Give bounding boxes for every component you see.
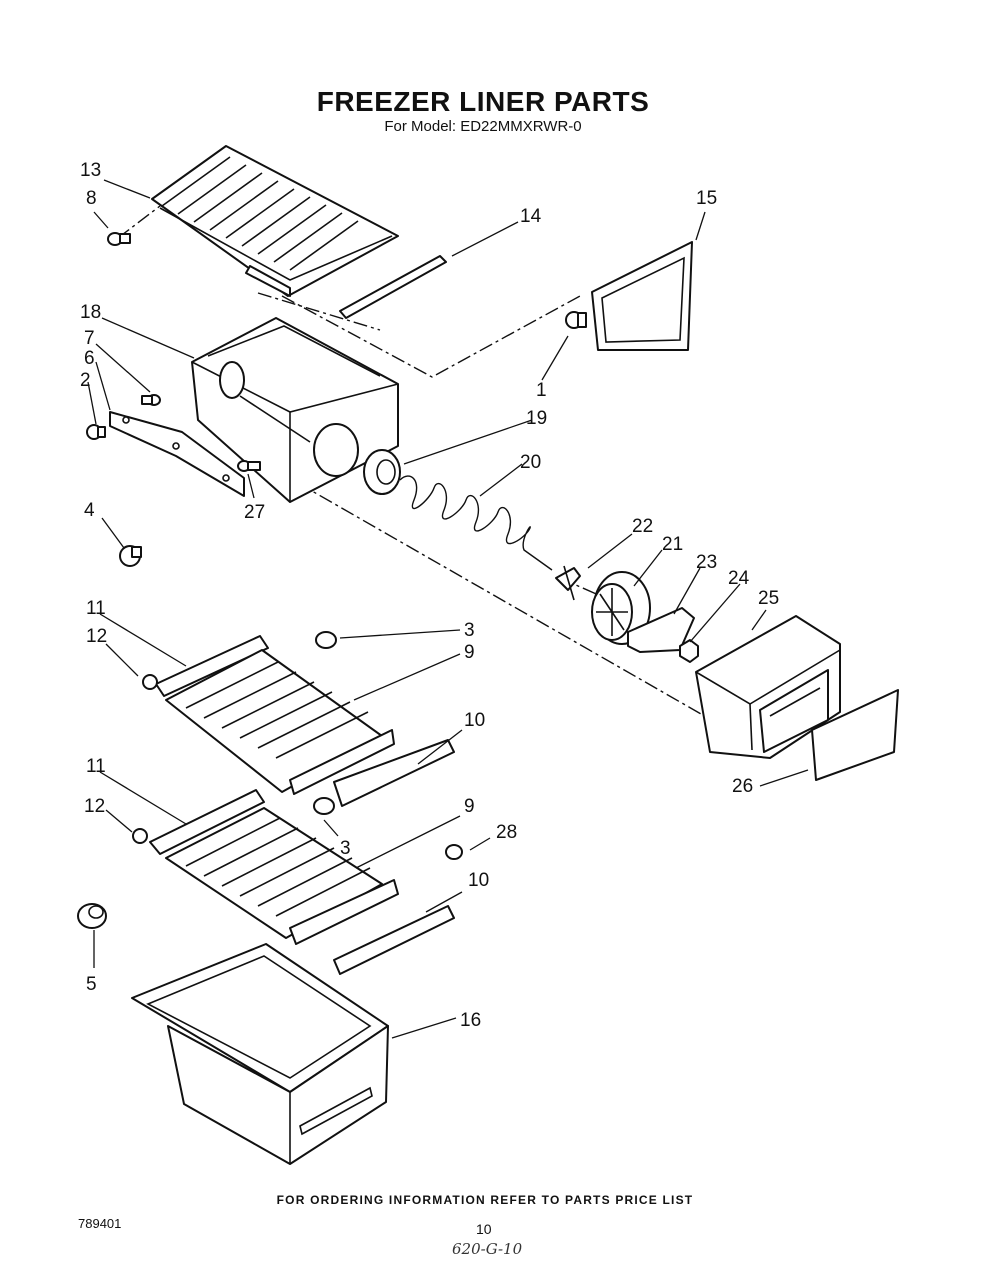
- screw-2: [86, 424, 106, 440]
- knob-5: [77, 903, 107, 929]
- upper-shelf-assembly: [142, 631, 455, 807]
- trim-strip-14: [339, 255, 447, 319]
- callout-12-lower: 12: [84, 796, 105, 817]
- screw-27: [237, 460, 261, 472]
- ice-bin-housing-18: [191, 317, 399, 503]
- coupler-22: [555, 565, 581, 601]
- callout-21: 21: [662, 534, 683, 555]
- callout-15: 15: [696, 188, 717, 209]
- callout-13: 13: [80, 160, 101, 181]
- auger-spring-20: [399, 475, 553, 571]
- leader-lines: [87, 179, 809, 1039]
- callout-23: 23: [696, 552, 717, 573]
- callout-3-upper: 3: [464, 620, 475, 641]
- callout-labels: 13 8 14 15 18 7 6 2 1 19 20 27 4 22 21 2…: [80, 160, 779, 1031]
- page-title: FREEZER LINER PARTS: [316, 86, 650, 117]
- callout-24: 24: [728, 568, 750, 589]
- callout-28: 28: [496, 822, 517, 843]
- screw-1: [565, 311, 587, 329]
- callout-20: 20: [520, 452, 541, 473]
- screw-7: [141, 394, 161, 406]
- callout-5: 5: [86, 974, 97, 995]
- callout-9-lower: 9: [464, 796, 475, 817]
- callout-22: 22: [632, 516, 653, 537]
- callout-2: 2: [80, 370, 91, 391]
- callout-25: 25: [758, 588, 779, 609]
- panel-26: [811, 689, 899, 781]
- callout-14: 14: [520, 206, 542, 227]
- callout-8: 8: [86, 188, 97, 209]
- callout-6: 6: [84, 348, 95, 369]
- grommet-4: [119, 545, 142, 567]
- callout-1: 1: [536, 380, 547, 401]
- ordering-note: FOR ORDERING INFORMATION REFER TO PARTS …: [276, 1193, 694, 1207]
- callout-3-lower: 3: [340, 838, 351, 859]
- callout-26: 26: [732, 776, 753, 797]
- model-subtitle: For Model: ED22MMXRWR-0: [384, 118, 582, 135]
- drive-wheel-21: [591, 571, 651, 645]
- callout-7: 7: [84, 328, 95, 349]
- bracket-6: [109, 411, 245, 497]
- callout-11-lower: 11: [86, 756, 106, 777]
- callout-11-upper: 11: [86, 598, 106, 619]
- handwritten-note: 620-G-10: [452, 1240, 523, 1258]
- bushing-19: [363, 449, 401, 495]
- callout-4: 4: [84, 500, 95, 521]
- ice-bucket-housing-25: [695, 615, 841, 759]
- document-number: 789401: [78, 1216, 122, 1231]
- screw-8: [107, 232, 131, 246]
- callout-27: 27: [244, 502, 265, 523]
- callout-16: 16: [460, 1010, 481, 1031]
- callout-12-upper: 12: [86, 626, 107, 647]
- callout-9-upper: 9: [464, 642, 475, 663]
- frame-15: [591, 241, 693, 351]
- callout-10-upper: 10: [464, 710, 485, 731]
- lower-shelf-assembly: [132, 789, 463, 975]
- page-number: 10: [476, 1221, 492, 1237]
- callout-10-lower: 10: [468, 870, 489, 891]
- callout-18: 18: [80, 302, 101, 323]
- nut-24: [679, 639, 699, 663]
- pan-16: [131, 943, 389, 1165]
- callout-19: 19: [526, 408, 547, 429]
- top-shelf-rack: [151, 145, 399, 297]
